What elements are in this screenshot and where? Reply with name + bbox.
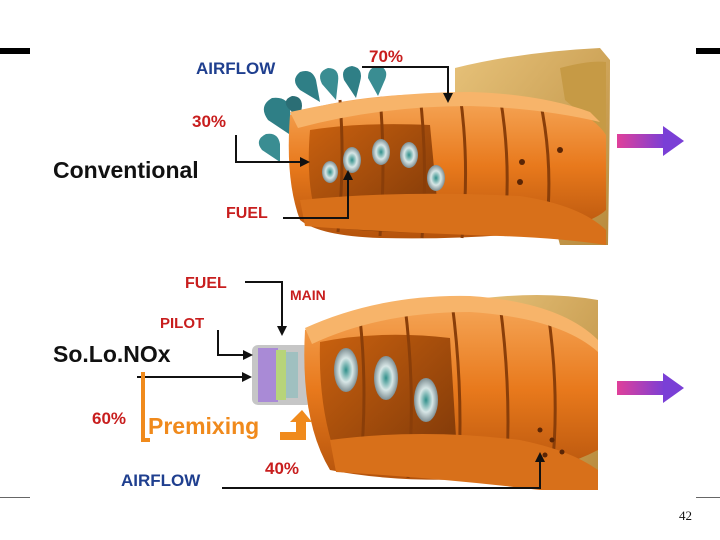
top-left-bar [0, 48, 30, 54]
flow-lines [137, 66, 541, 489]
output-arrow-top [617, 126, 684, 156]
solonox-main-label: MAIN [290, 287, 326, 303]
premixing-bracket [141, 372, 150, 442]
solonox-airflow-label: AIRFLOW [121, 471, 201, 490]
conventional-airflow-label: AIRFLOW [196, 59, 276, 78]
output-arrow-bottom [617, 373, 684, 403]
solonox-60-percent-label: 60% [92, 409, 127, 428]
solonox-title: So.Lo.NOx [53, 341, 171, 367]
conventional-30-percent-label: 30% [192, 112, 227, 131]
conventional-fuel-label: FUEL [226, 205, 268, 222]
solonox-40-percent-label: 40% [265, 459, 300, 478]
premixing-label: Premixing [148, 413, 260, 439]
conventional-70-percent-label: 70% [369, 47, 404, 66]
page-number: 42 [679, 508, 692, 523]
top-right-bar [696, 48, 720, 54]
fuel-nozzles-bottom [334, 348, 438, 422]
fuel-nozzles-top [322, 139, 445, 191]
conventional-combustor-illustration [258, 48, 610, 245]
conventional-title: Conventional [53, 157, 199, 183]
solonox-fuel-label: FUEL [185, 275, 227, 292]
solonox-pilot-label: PILOT [160, 315, 205, 332]
premixing-arrow [280, 410, 312, 440]
solonox-combustor-illustration [252, 295, 598, 490]
